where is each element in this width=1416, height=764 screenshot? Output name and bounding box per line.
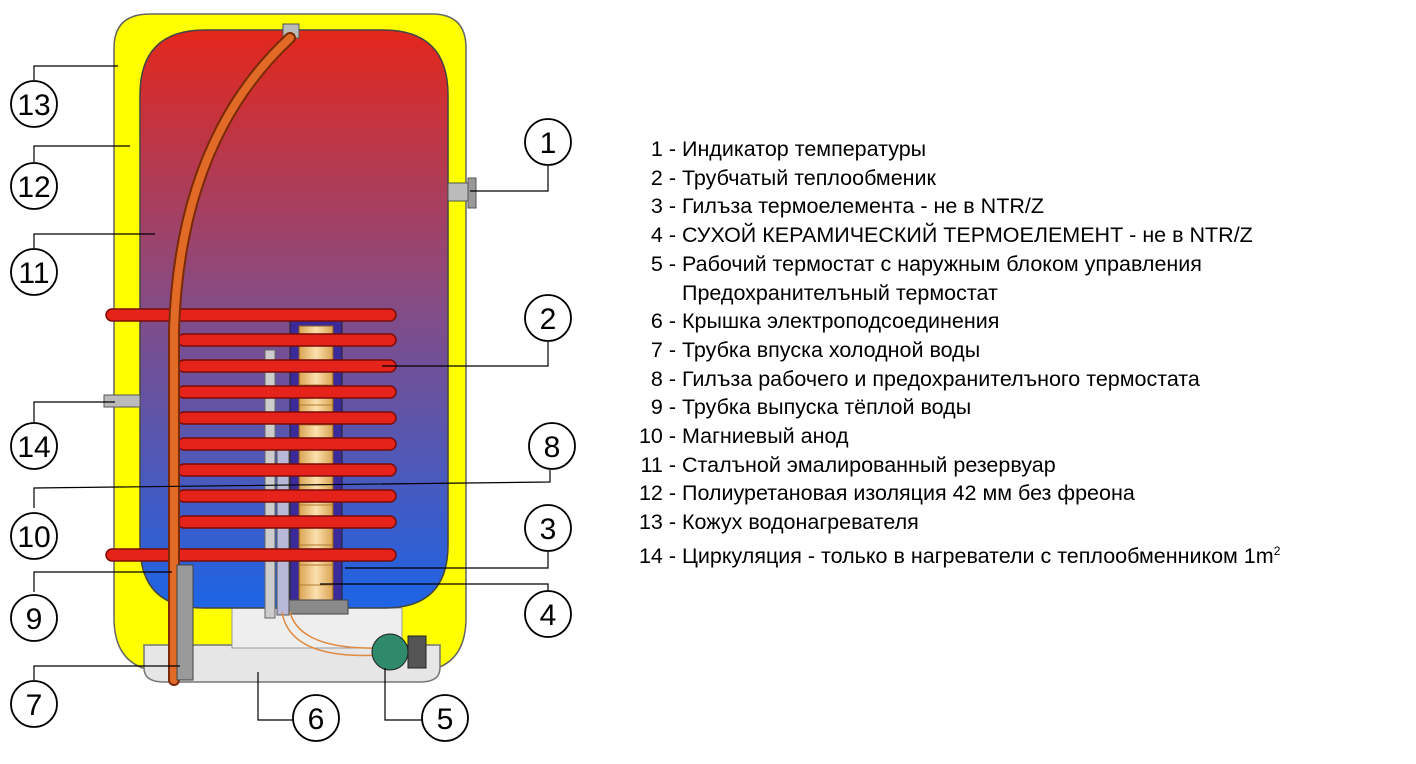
bottom-cover xyxy=(143,644,441,683)
cold-water-inlet-tube xyxy=(176,564,194,681)
hot-water-outlet-tube-inner xyxy=(170,34,294,684)
thermostat-knob xyxy=(407,635,427,669)
superscript-2: 2 xyxy=(1273,543,1281,558)
callout-4: 4 xyxy=(540,599,557,632)
legend-list: 1 - Индикатор температуры 2 - Трубчатый … xyxy=(600,135,1280,571)
legend-item: 8 - Гилъза рабочего и предохранителъного… xyxy=(650,366,1200,391)
callout-5: 5 xyxy=(437,703,454,736)
callout-12: 12 xyxy=(17,171,50,204)
legend-item: 10 - Магниевый анод xyxy=(638,424,849,449)
electrical-box xyxy=(231,607,403,649)
element-flange xyxy=(283,599,349,615)
thermostat-wiring xyxy=(281,611,381,657)
callout-11: 11 xyxy=(18,257,49,290)
leader-lines xyxy=(33,65,551,721)
legend-item: 6 - Крышка электроподсоединения xyxy=(650,309,1000,334)
callout-3: 3 xyxy=(540,513,557,546)
callout-1: 1 xyxy=(540,127,557,160)
callout-10: 10 xyxy=(17,521,50,554)
legend-item: 11 - Сталъной эмалированный резервуар xyxy=(640,452,1056,477)
callout-14: 14 xyxy=(17,431,50,464)
legend-item: 3 - Гилъза термоелемента - не в NTR/Z xyxy=(650,194,1044,219)
legend-item-continuation: Предохранителъный термостат xyxy=(682,280,998,305)
callout-circles xyxy=(10,80,576,742)
callout-6: 6 xyxy=(308,703,325,736)
thermostat-unit xyxy=(371,633,409,671)
magnesium-anode xyxy=(264,349,276,619)
legend-item: 12 - Полиуретановая изоляция 42 мм без ф… xyxy=(638,481,1135,506)
temperature-indicator-fitting xyxy=(447,182,471,202)
callout-8: 8 xyxy=(544,431,561,464)
callout-9: 9 xyxy=(26,603,43,636)
legend-item: 1 - Индикатор температуры xyxy=(650,137,927,161)
callout-13: 13 xyxy=(17,89,50,122)
callout-7: 7 xyxy=(26,689,43,722)
callout-2: 2 xyxy=(540,303,557,336)
legend-item: 4 - СУХОЙ КЕРАМИЧЕСКИЙ ТЕРМОЕЛЕМЕНТ - не… xyxy=(650,223,1253,248)
legend-item: 5 - Рабочий термостат с наружным блоком … xyxy=(650,251,1202,276)
legend-item: 9 - Трубка выпуска тёплой воды xyxy=(650,395,972,420)
legend-item: 2 - Трубчатый теплообменик xyxy=(650,165,936,190)
legend-item: 13 - Кожух водонагревателя xyxy=(638,510,919,535)
legend-item: 7 - Трубка впуска холодной воды xyxy=(650,337,981,362)
indicator-flange xyxy=(467,177,477,209)
legend-item: 14 - Циркуляция - только в нагреватели с… xyxy=(638,543,1281,568)
circulation-fitting xyxy=(103,394,141,408)
